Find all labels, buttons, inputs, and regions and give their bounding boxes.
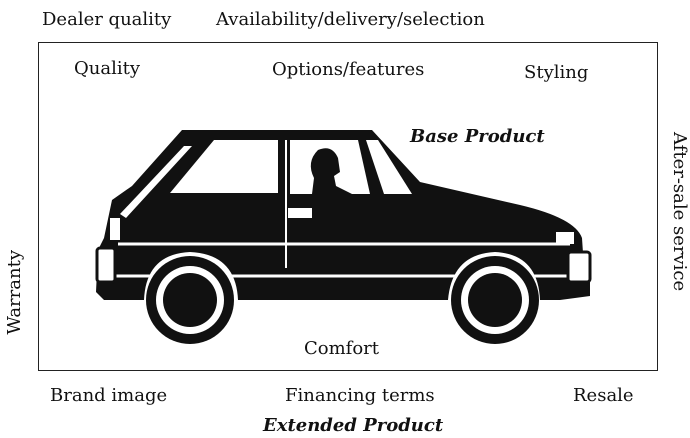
headlight bbox=[556, 232, 574, 244]
windshield bbox=[366, 140, 412, 194]
front-bumper bbox=[566, 250, 592, 284]
label-quality: Quality bbox=[74, 58, 140, 79]
rear-light bbox=[110, 218, 120, 240]
driver-silhouette bbox=[310, 148, 352, 194]
label-options-features: Options/features bbox=[272, 59, 425, 80]
label-dealer-quality: Dealer quality bbox=[42, 9, 172, 30]
label-brand-image: Brand image bbox=[50, 385, 168, 406]
caption-extended-product: Extended Product bbox=[263, 415, 444, 436]
base-product-frame bbox=[38, 42, 658, 371]
rear-wheel bbox=[146, 256, 234, 344]
front-wheel bbox=[451, 256, 539, 344]
label-resale: Resale bbox=[573, 385, 634, 406]
label-comfort: Comfort bbox=[304, 338, 380, 359]
caption-base-product: Base Product bbox=[410, 126, 545, 147]
rear-quarter-stripe bbox=[120, 146, 192, 218]
label-availability: Availability/delivery/selection bbox=[216, 9, 485, 30]
rear-window bbox=[170, 140, 278, 193]
label-styling: Styling bbox=[524, 62, 589, 83]
door-handle bbox=[288, 208, 312, 218]
rear-bumper bbox=[95, 246, 117, 284]
label-financing-terms: Financing terms bbox=[285, 385, 435, 406]
